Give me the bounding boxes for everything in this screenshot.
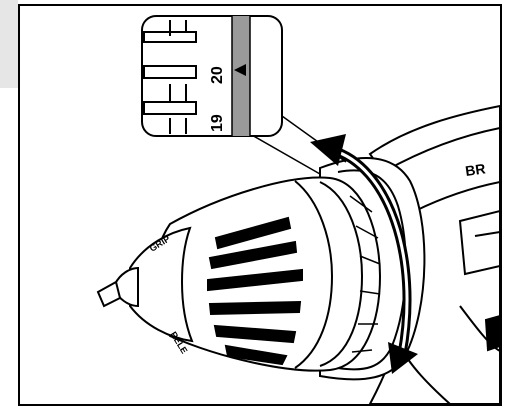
page-side-tab (0, 0, 18, 88)
indicator-triangle-icon (234, 64, 246, 76)
chuck-sleeve (153, 176, 382, 372)
torque-scale-callout: 20 19 (141, 15, 283, 137)
brand-fragment-text: BR (464, 160, 486, 179)
drill-chuck-illustration: BR GRIP RELE (96, 15, 500, 404)
callout-leader-lines (249, 115, 347, 175)
chuck-nose (96, 226, 194, 343)
scale-number-lower: 19 (209, 114, 226, 132)
scale-strip (232, 16, 250, 136)
scale-number-upper: 20 (209, 66, 226, 84)
figure-frame: BR GRIP RELE (18, 4, 502, 406)
